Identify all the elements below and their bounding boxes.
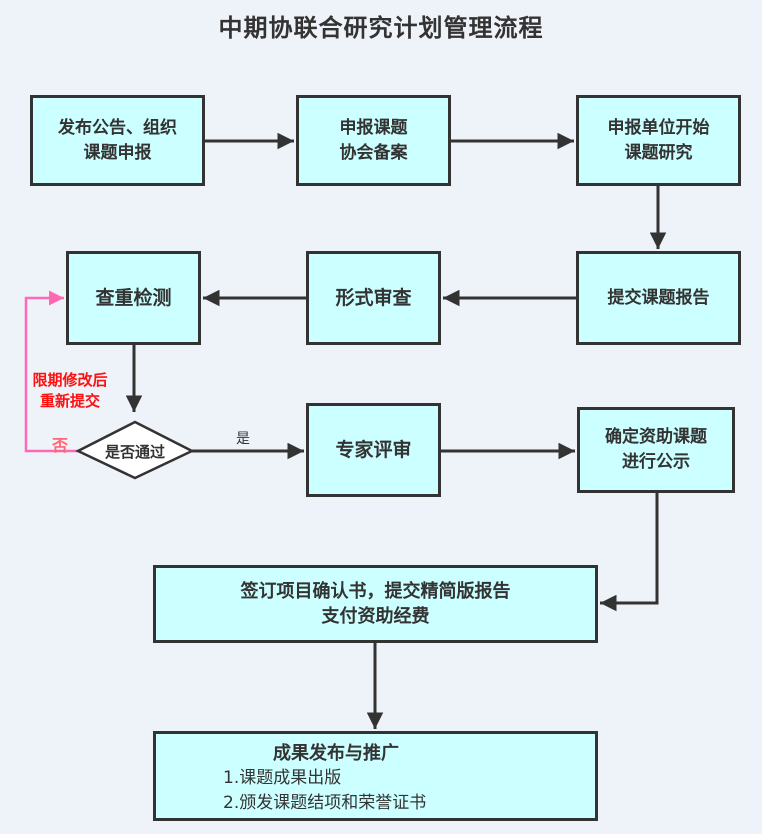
revise-line: 重新提交 [39, 392, 100, 410]
revise-line: 限期修改后 [32, 371, 108, 389]
node-text: 课题研究 [624, 142, 693, 163]
results-item: 1.课题成果出版 [223, 768, 342, 788]
results-item: 2.颁发课题结项和荣誉证书 [223, 793, 427, 813]
yes-label: 是 [236, 431, 250, 447]
no-label: 否 [52, 436, 69, 455]
node-text: 确定资助课题 [605, 427, 707, 447]
node-text: 专家评审 [335, 438, 412, 461]
node-confirm-funding[interactable]: 确定资助课题 进行公示 [577, 407, 735, 493]
diagram-title: 中期协联合研究计划管理流程 [218, 14, 544, 42]
node-text: 形式审查 [335, 286, 412, 309]
node-text: 提交课题报告 [607, 287, 710, 308]
node-text: 协会备案 [339, 142, 408, 163]
results-heading: 成果发布与推广 [273, 743, 399, 764]
node-results[interactable]: 成果发布与推广 1.课题成果出版 2.颁发课题结项和荣誉证书 [153, 731, 598, 821]
node-text: 课题申报 [83, 142, 152, 163]
node-text: 查重检测 [95, 286, 172, 309]
decision-pass-label: 是否通过 [104, 443, 165, 461]
node-publish[interactable]: 发布公告、组织 课题申报 [30, 95, 205, 186]
arrow-decision-no-loop [24, 290, 78, 453]
node-text: 发布公告、组织 [58, 117, 177, 138]
node-plagiarism-check[interactable]: 查重检测 [66, 251, 201, 345]
node-text: 申报单位开始 [607, 117, 710, 138]
node-text: 签订项目确认书，提交精简版报告 [240, 581, 511, 602]
node-sign-agreement[interactable]: 签订项目确认书，提交精简版报告 支付资助经费 [153, 565, 598, 643]
node-formal-review[interactable]: 形式审查 [306, 251, 441, 345]
node-apply-register[interactable]: 申报课题 协会备案 [296, 95, 451, 186]
node-submit-report[interactable]: 提交课题报告 [576, 251, 741, 345]
node-text: 申报课题 [339, 117, 408, 138]
arrow-confirm-to-sign [600, 493, 659, 612]
node-start-research[interactable]: 申报单位开始 课题研究 [576, 95, 741, 186]
node-expert-review[interactable]: 专家评审 [306, 403, 441, 497]
node-text: 支付资助经费 [321, 606, 430, 627]
decision-diamond-shape [75, 420, 195, 480]
revise-resubmit-label: 限期修改后 重新提交 [22, 370, 118, 412]
node-text: 进行公示 [622, 452, 690, 472]
